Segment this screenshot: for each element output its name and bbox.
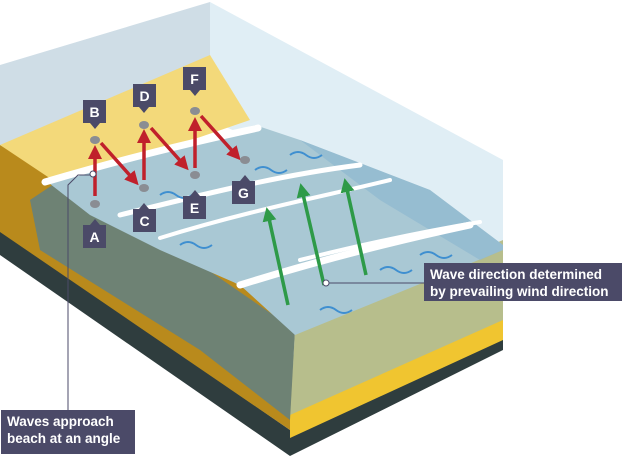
pebble-c bbox=[139, 184, 149, 192]
svg-text:F: F bbox=[190, 71, 199, 87]
leader-line-angle bbox=[67, 174, 92, 410]
point-label-f: F bbox=[183, 67, 206, 96]
pebble-b bbox=[90, 136, 100, 144]
pebble-e bbox=[190, 171, 200, 179]
point-label-e: E bbox=[183, 190, 206, 219]
cliff-dark-base bbox=[0, 230, 503, 456]
point-label-g: G bbox=[232, 175, 255, 204]
pebble-g bbox=[240, 156, 250, 164]
point-label-c: C bbox=[133, 203, 156, 232]
point-label-b: B bbox=[83, 100, 106, 129]
point-label-a: A bbox=[83, 219, 106, 248]
svg-text:D: D bbox=[139, 88, 149, 104]
svg-text:E: E bbox=[190, 200, 199, 216]
svg-text:G: G bbox=[238, 185, 249, 201]
point-label-d: D bbox=[133, 84, 156, 113]
leader-dot-angle bbox=[89, 170, 97, 178]
pebbles bbox=[90, 107, 250, 208]
callout-waves-approach: Waves approach beach at an angle bbox=[1, 410, 135, 454]
pebble-a bbox=[90, 200, 100, 208]
leader-dot-wind bbox=[322, 279, 330, 287]
svg-text:A: A bbox=[89, 229, 99, 245]
callout-wave-direction: Wave direction determined by prevailing … bbox=[424, 263, 622, 301]
wind-direction-arrows bbox=[262, 178, 368, 306]
svg-text:B: B bbox=[89, 104, 99, 120]
svg-text:C: C bbox=[139, 213, 149, 229]
cliff-front-right-yellow bbox=[290, 318, 503, 438]
back-wall-right bbox=[210, 2, 503, 250]
longshore-drift-arrows bbox=[88, 114, 241, 196]
pebble-f bbox=[190, 107, 200, 115]
pebble-d bbox=[139, 121, 149, 129]
